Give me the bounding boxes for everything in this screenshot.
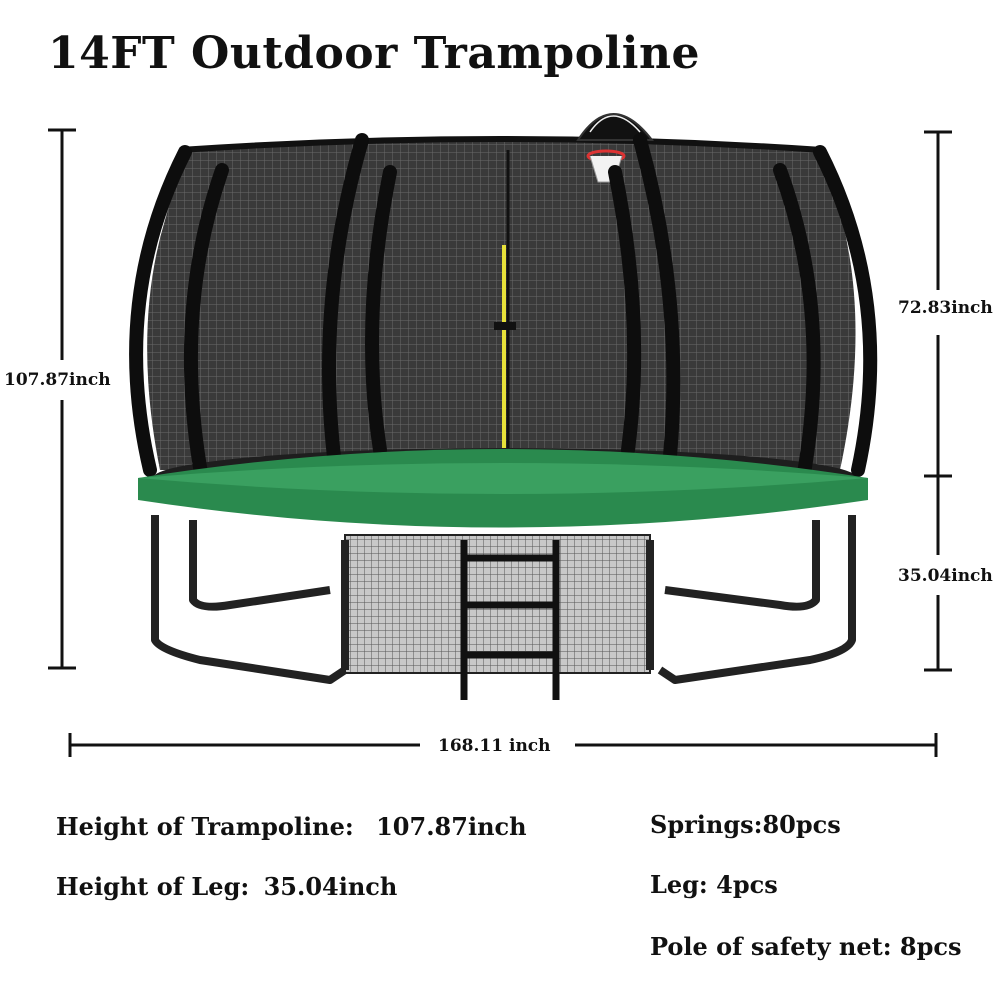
total-height-label: 107.87inch [2, 368, 113, 392]
net-height-label: 72.83inch [896, 296, 995, 320]
spec-value: 107.87inch [376, 812, 527, 841]
dimension-lines [48, 128, 952, 757]
frame-pad [138, 449, 868, 528]
spec-legs: Leg: 4pcs [650, 870, 778, 899]
spec-trampoline-height: Height of Trampoline: 107.87inch [56, 812, 527, 841]
ladder [460, 540, 560, 700]
spec-springs: Springs:80pcs [650, 810, 841, 839]
spec-net-poles: Pole of safety net: 8pcs [650, 932, 962, 961]
page-title: 14FT Outdoor Trampoline [48, 28, 700, 79]
spec-leg-height: Height of Leg: 35.04inch [56, 872, 397, 901]
net-poles [129, 133, 878, 507]
spec-label: Height of Trampoline: [56, 812, 354, 841]
spec-label: Height of Leg: [56, 872, 250, 901]
safety-net [147, 136, 856, 470]
leg-height-label: 35.04inch [896, 564, 995, 588]
spec-value: 35.04inch [263, 872, 398, 901]
diameter-label: 168.11 inch [436, 734, 553, 758]
trampoline-legs [151, 515, 856, 684]
